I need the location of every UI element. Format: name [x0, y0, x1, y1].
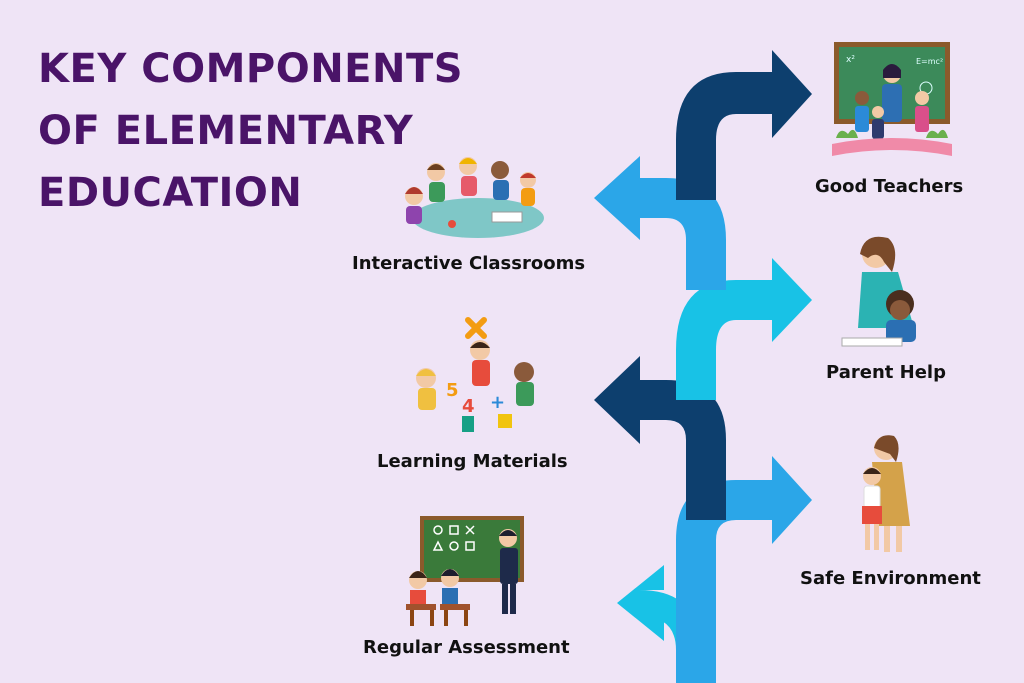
label-interactive-classrooms: Interactive Classrooms	[352, 253, 586, 274]
svg-text:4: 4	[462, 396, 475, 417]
arrow-good-teachers	[676, 50, 812, 200]
teacher-classroom-illustration: x² E=mc²	[832, 42, 952, 156]
svg-text:E=mc²: E=mc²	[916, 57, 943, 66]
svg-text:x²: x²	[846, 55, 855, 65]
label-good-teachers: Good Teachers	[815, 176, 964, 197]
learning-materials-illustration: 5 4 +	[416, 317, 534, 432]
teacher-chalkboard-illustration	[406, 516, 524, 626]
svg-text:+: +	[490, 392, 505, 413]
label-learning-materials: Learning Materials	[377, 451, 568, 472]
mother-hugging-child-illustration	[862, 435, 910, 552]
page-title: KEY COMPONENTS OF ELEMENTARY EDUCATION	[38, 38, 463, 224]
svg-text:5: 5	[446, 380, 459, 401]
arrow-parent-help	[676, 258, 812, 400]
title-line-1: KEY COMPONENTS	[38, 46, 464, 92]
label-safe-environment: Safe Environment	[800, 568, 981, 589]
kids-circle-illustration	[405, 157, 544, 238]
title-line-2: OF ELEMENTARY	[38, 108, 414, 154]
parent-child-reading-illustration	[841, 236, 916, 347]
label-regular-assessment: Regular Assessment	[363, 637, 570, 658]
title-line-3: EDUCATION	[38, 170, 303, 216]
label-parent-help: Parent Help	[826, 362, 946, 383]
